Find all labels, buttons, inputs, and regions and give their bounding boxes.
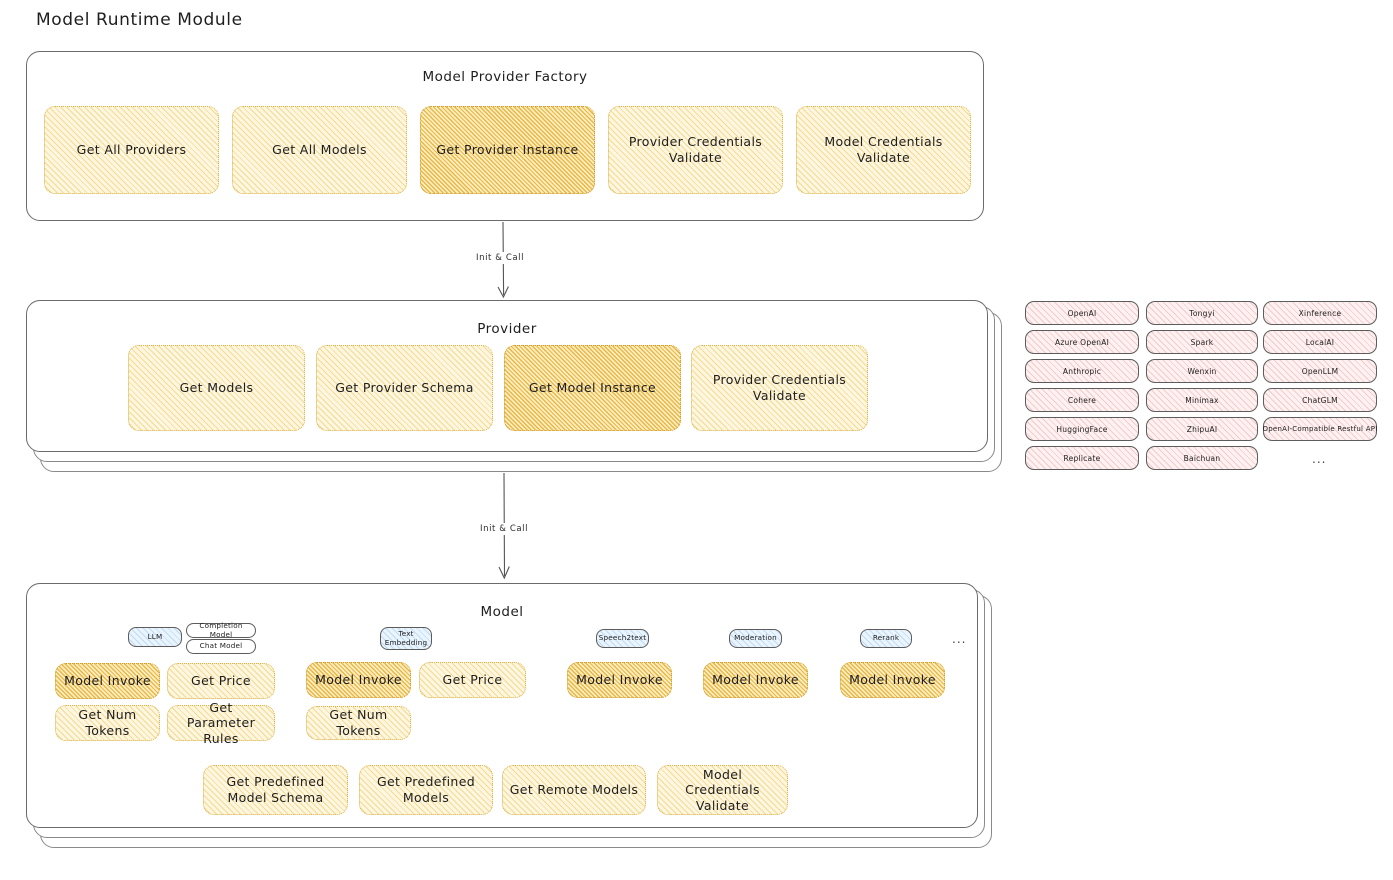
provider-chip-openai[interactable]: OpenAI: [1025, 301, 1139, 325]
model-subtype-badge-chat-model[interactable]: Chat Model: [186, 639, 256, 654]
llm-node-get-parameter-rules[interactable]: Get Parameter Rules: [167, 700, 275, 746]
provider-chip-spark[interactable]: Spark: [1146, 330, 1258, 354]
model-type-badge-text-embedding[interactable]: Text Embedding: [380, 627, 432, 650]
model-common-node-get-predefined-models[interactable]: Get Predefined Models: [359, 765, 493, 815]
provider-chip-tongyi[interactable]: Tongyi: [1146, 301, 1258, 325]
provider-list-more-ellipsis: ...: [1312, 452, 1327, 466]
model-type-badge-rerank[interactable]: Rerank: [860, 629, 912, 648]
provider-node-get-provider-schema[interactable]: Get Provider Schema: [316, 345, 493, 431]
text-embedding-node-get-num-tokens[interactable]: Get Num Tokens: [306, 706, 411, 740]
factory-node-get-provider-instance[interactable]: Get Provider Instance: [420, 106, 595, 194]
arrow-factory-to-provider-label: Init & Call: [472, 252, 529, 264]
provider-chip-cohere[interactable]: Cohere: [1025, 388, 1139, 412]
provider-card-title: Provider: [477, 321, 537, 337]
provider-chip-anthropic[interactable]: Anthropic: [1025, 359, 1139, 383]
provider-chip-huggingface[interactable]: HuggingFace: [1025, 417, 1139, 441]
model-subtype-badge-completion-model[interactable]: Completion Model: [186, 622, 256, 638]
llm-node-model-invoke[interactable]: Model Invoke: [55, 663, 160, 699]
model-type-badge-llm[interactable]: LLM: [128, 627, 182, 647]
arrow-provider-to-model-label: Init & Call: [476, 523, 533, 535]
model-common-node-get-predefined-model-schema[interactable]: Get Predefined Model Schema: [203, 765, 348, 815]
provider-node-provider-credentials-validate[interactable]: Provider Credentials Validate: [691, 345, 868, 431]
factory-node-model-credentials-validate[interactable]: Model Credentials Validate: [796, 106, 971, 194]
provider-chip-zhipuai[interactable]: ZhipuAI: [1146, 417, 1258, 441]
provider-chip-localai[interactable]: LocalAI: [1263, 330, 1377, 354]
provider-chip-baichuan[interactable]: Baichuan: [1146, 446, 1258, 470]
text-embedding-node-model-invoke[interactable]: Model Invoke: [306, 662, 411, 698]
provider-node-get-model-instance[interactable]: Get Model Instance: [504, 345, 681, 431]
model-card-title: Model: [480, 604, 524, 620]
model-types-more-ellipsis: ...: [952, 632, 967, 646]
factory-node-get-all-providers[interactable]: Get All Providers: [44, 106, 219, 194]
model-provider-factory-title: Model Provider Factory: [422, 69, 588, 85]
provider-chip-xinference[interactable]: Xinference: [1263, 301, 1377, 325]
provider-chip-wenxin[interactable]: Wenxin: [1146, 359, 1258, 383]
provider-chip-openai-compatible-restful-api[interactable]: OpenAI-Compatible Restful API: [1262, 417, 1377, 441]
rerank-node-model-invoke[interactable]: Model Invoke: [840, 662, 945, 698]
provider-chip-azure-openai[interactable]: Azure OpenAI: [1025, 330, 1139, 354]
moderation-node-model-invoke[interactable]: Model Invoke: [703, 662, 808, 698]
provider-chip-replicate[interactable]: Replicate: [1025, 446, 1139, 470]
model-type-badge-speech2text[interactable]: Speech2text: [596, 629, 649, 648]
provider-node-get-models[interactable]: Get Models: [128, 345, 305, 431]
llm-node-get-price[interactable]: Get Price: [167, 663, 275, 699]
provider-chip-openllm[interactable]: OpenLLM: [1263, 359, 1377, 383]
factory-node-get-all-models[interactable]: Get All Models: [232, 106, 407, 194]
page-title: Model Runtime Module: [36, 10, 243, 30]
speech2text-node-model-invoke[interactable]: Model Invoke: [567, 662, 672, 698]
provider-chip-chatglm[interactable]: ChatGLM: [1263, 388, 1377, 412]
factory-node-provider-credentials-validate[interactable]: Provider Credentials Validate: [608, 106, 783, 194]
text-embedding-node-get-price[interactable]: Get Price: [419, 662, 526, 698]
llm-node-get-num-tokens[interactable]: Get Num Tokens: [55, 705, 160, 741]
model-common-node-model-credentials-validate[interactable]: Model Credentials Validate: [657, 765, 788, 815]
provider-chip-minimax[interactable]: Minimax: [1146, 388, 1258, 412]
model-common-node-get-remote-models[interactable]: Get Remote Models: [502, 765, 646, 815]
model-type-badge-moderation[interactable]: Moderation: [729, 629, 782, 648]
